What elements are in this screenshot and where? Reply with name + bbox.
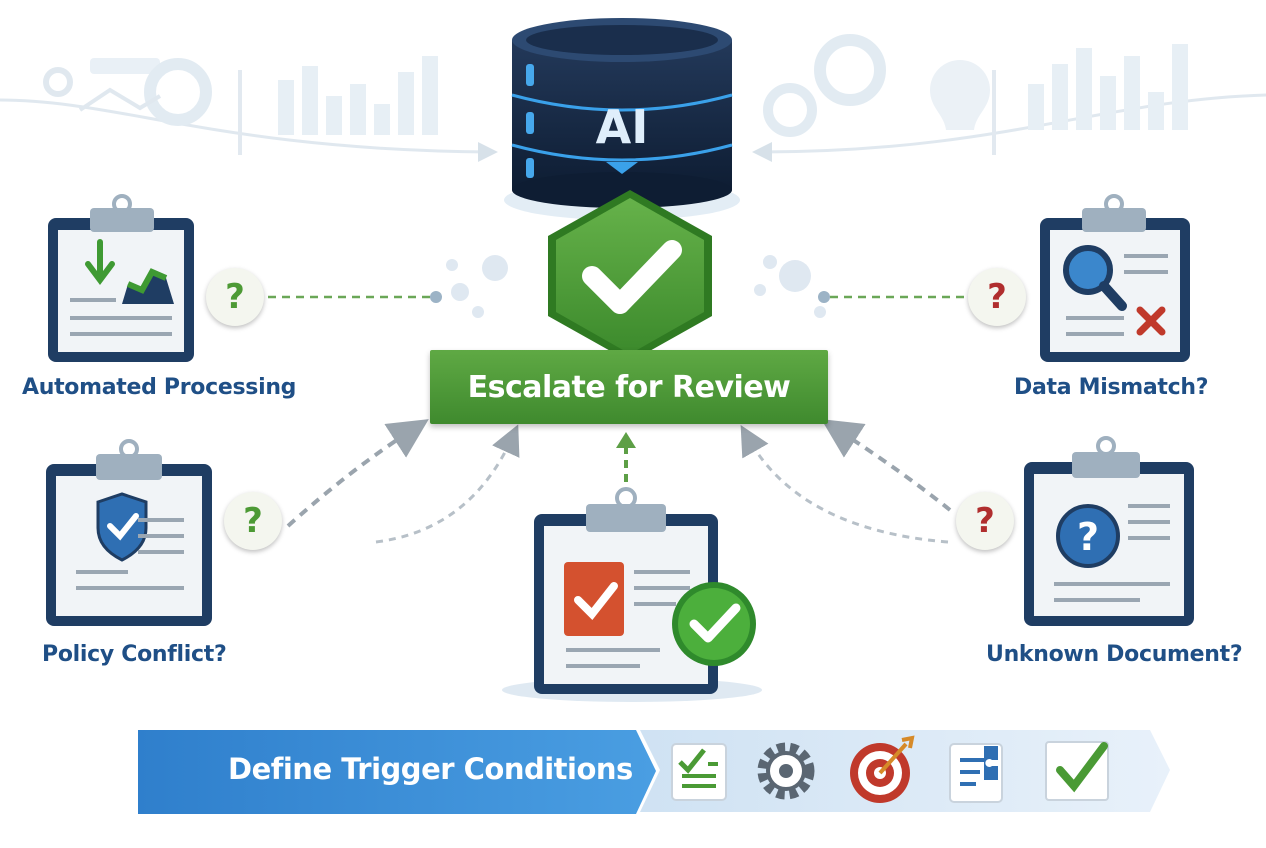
target-icon bbox=[850, 735, 915, 803]
connectors bbox=[268, 291, 968, 544]
label-policy-conflict: Policy Conflict? bbox=[42, 642, 227, 667]
clipboard-data-mismatch bbox=[1040, 194, 1190, 362]
question-badge-automated: ? bbox=[206, 268, 264, 326]
checkbox-icon bbox=[1045, 741, 1109, 801]
question-badge-data-mismatch: ? bbox=[968, 268, 1026, 326]
checklist-icon bbox=[671, 743, 727, 801]
approved-hexagon-icon bbox=[548, 190, 712, 362]
escalate-label: Escalate for Review bbox=[467, 369, 791, 405]
background-decor bbox=[0, 34, 1266, 162]
label-automated-processing: Automated Processing bbox=[22, 375, 297, 400]
clipboard-policy-conflict bbox=[46, 439, 212, 626]
document-puzzle-icon bbox=[949, 743, 1003, 803]
clipboard-automated-processing bbox=[48, 194, 194, 362]
bubbles-decor bbox=[446, 255, 826, 318]
define-trigger-conditions-label: Define Trigger Conditions bbox=[228, 752, 633, 786]
label-data-mismatch: Data Mismatch? bbox=[1014, 375, 1209, 400]
gear-icon bbox=[757, 742, 815, 800]
ai-label: AI bbox=[596, 100, 649, 154]
clipboard-unknown-document: ? bbox=[1024, 436, 1194, 626]
label-unknown-document: Unknown Document? bbox=[986, 642, 1243, 667]
question-badge-unknown: ? bbox=[956, 492, 1014, 550]
question-badge-policy: ? bbox=[224, 492, 282, 550]
clipboard-approved-document bbox=[502, 487, 762, 702]
escalate-for-review-box: Escalate for Review bbox=[430, 350, 828, 424]
svg-text:?: ? bbox=[1077, 515, 1099, 559]
